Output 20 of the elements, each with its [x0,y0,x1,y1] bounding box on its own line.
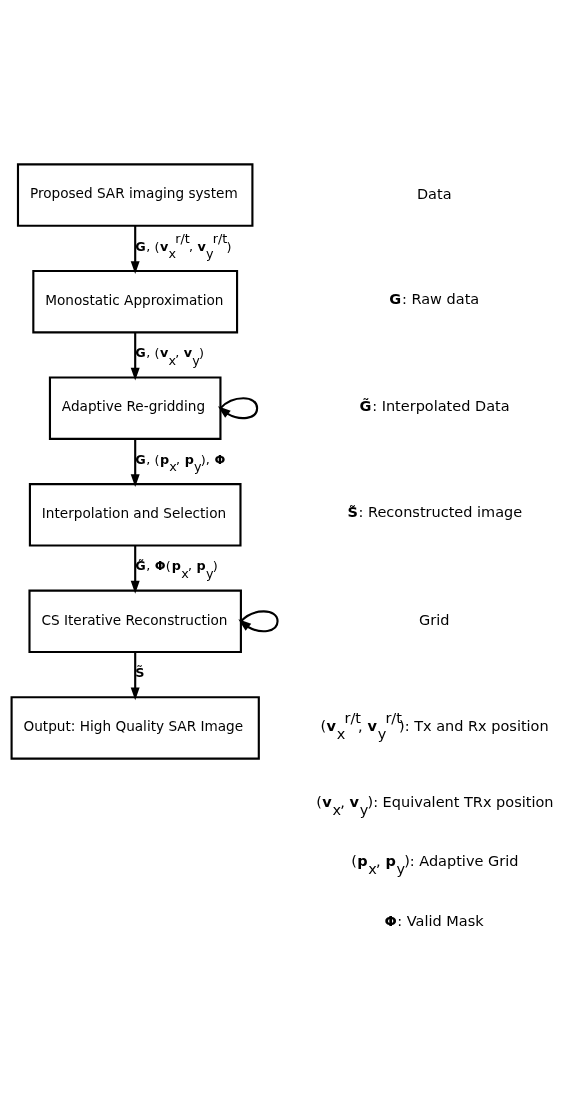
arrow [130,332,140,381]
label: S̃: Reconstructed image [347,503,523,520]
arrow [130,545,140,594]
arrow [217,396,259,419]
label: G: Raw data [389,290,480,307]
node-box: Interpolation and Selection [28,482,242,547]
node-box: Adaptive Re-gridding [48,375,222,440]
node-box: Proposed SAR imaging system [16,162,254,227]
node-box: Monostatic Approximation [32,269,239,333]
arrow [130,225,140,274]
node-box: Output: High Quality SAR Image [10,695,260,760]
label: Grid [419,611,450,628]
edge-label: S̃ [135,664,145,680]
node-box: CS Iterative Reconstruction [28,589,242,653]
label: Φ: Valid Mask [384,912,484,929]
arrow [130,438,140,487]
label: G̃: Interpolated Data [359,397,510,414]
arrow [238,609,279,632]
arrow [130,651,140,700]
label: Data [416,185,452,202]
